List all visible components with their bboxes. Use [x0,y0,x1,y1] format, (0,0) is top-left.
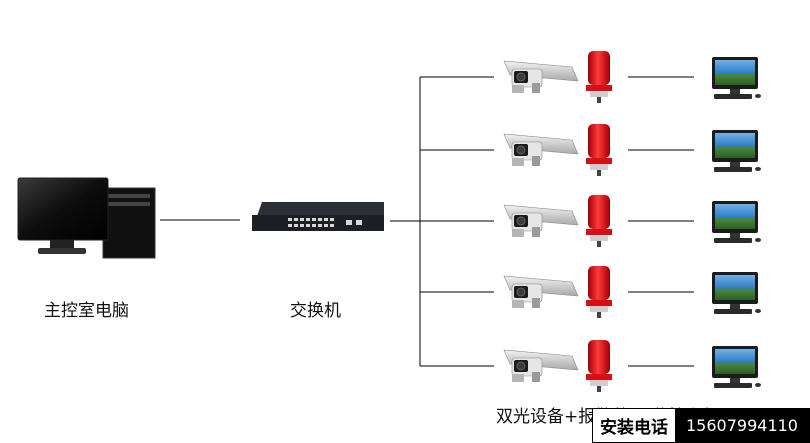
monitor-icon [712,201,761,243]
dual-light-camera-icon [503,60,579,93]
device-row [420,195,761,247]
switch-label: 交换机 [290,301,341,321]
contact-box: 安装电话 15607994110 [592,408,810,443]
alarm-light-icon [586,51,612,103]
device-row [420,51,761,103]
device-row [420,124,761,176]
device-rows [420,51,761,392]
dual-light-camera-icon [503,133,579,166]
alarm-light-icon [586,124,612,176]
dual-light-camera-icon [503,349,579,382]
monitor-icon [712,272,761,314]
device-row [420,266,761,318]
monitor-icon [712,130,761,172]
network-switch-icon [252,202,384,231]
monitor-icon [712,346,761,388]
dual-light-camera-icon [503,275,579,308]
pc-label: 主控室电脑 [44,301,129,321]
alarm-light-icon [586,195,612,247]
dual-light-camera-icon [503,204,579,237]
device-row [420,340,761,392]
monitor-icon [712,57,761,99]
contact-label: 安装电话 [593,409,675,442]
alarm-light-icon [586,340,612,392]
contact-number: 15607994110 [675,409,809,442]
alarm-light-icon [586,266,612,318]
desktop-pc-icon [17,177,156,259]
